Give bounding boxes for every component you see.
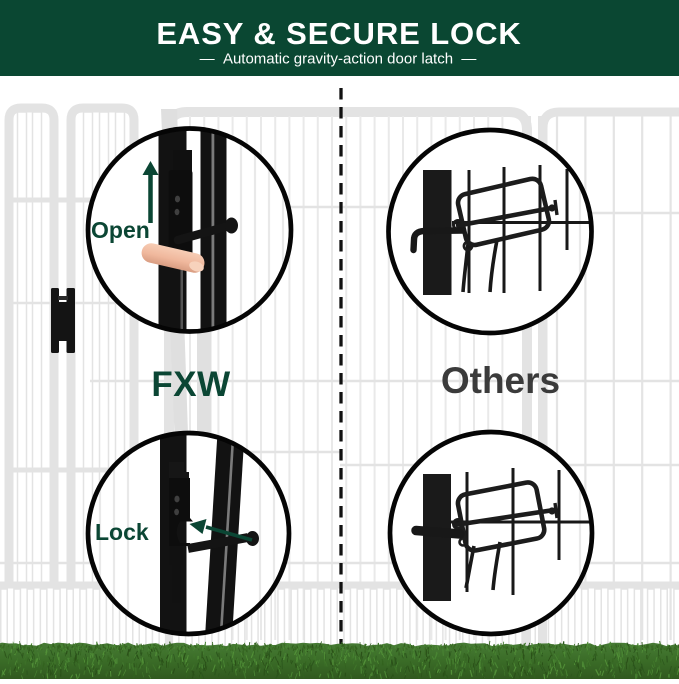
svg-text:Open: Open <box>91 217 150 243</box>
svg-text:EASY & SECURE LOCK: EASY & SECURE LOCK <box>156 16 521 51</box>
svg-text:Lock: Lock <box>95 519 149 545</box>
svg-text:FXW: FXW <box>151 365 230 404</box>
svg-text:— Automatic gravity-action do: — Automatic gravity-action door latch — <box>200 51 477 68</box>
svg-text:Others: Others <box>441 360 560 401</box>
